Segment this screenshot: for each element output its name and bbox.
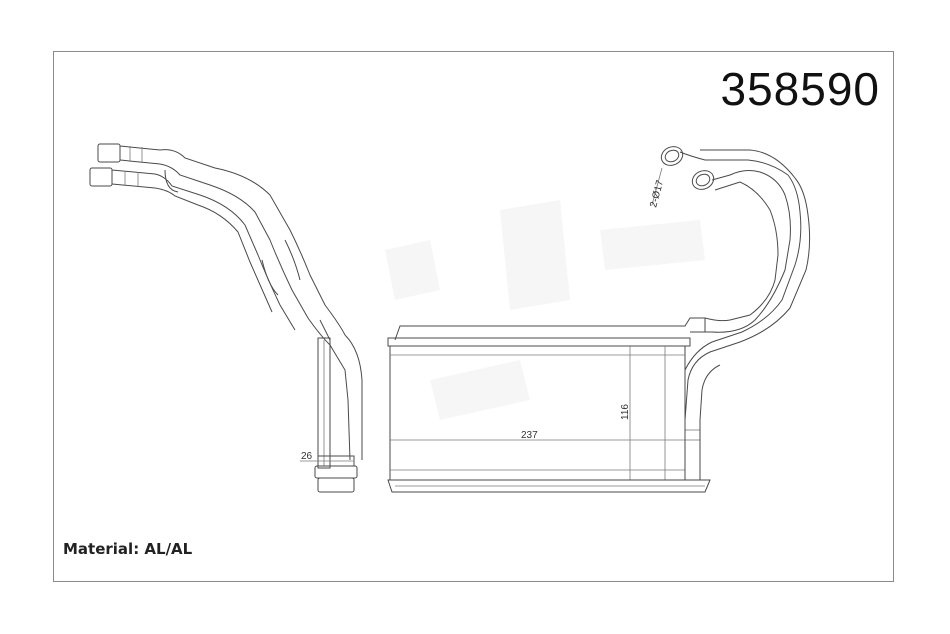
watermark xyxy=(385,200,705,420)
height-dimension: 116 xyxy=(620,404,631,420)
pipe-diameter-dimension: 2-Ø17 xyxy=(648,179,666,209)
drawing-frame xyxy=(53,51,894,582)
side-view: 26 xyxy=(89,143,363,493)
depth-dimension: 26 xyxy=(301,451,313,462)
front-view: 237 116 2-Ø17 xyxy=(387,146,811,493)
pipe-inlet-1 xyxy=(660,146,684,166)
material-label: Material: AL/AL xyxy=(63,540,193,558)
pipe-inlet-2 xyxy=(691,170,715,190)
part-number: 358590 xyxy=(720,63,880,115)
width-dimension: 237 xyxy=(521,430,538,441)
